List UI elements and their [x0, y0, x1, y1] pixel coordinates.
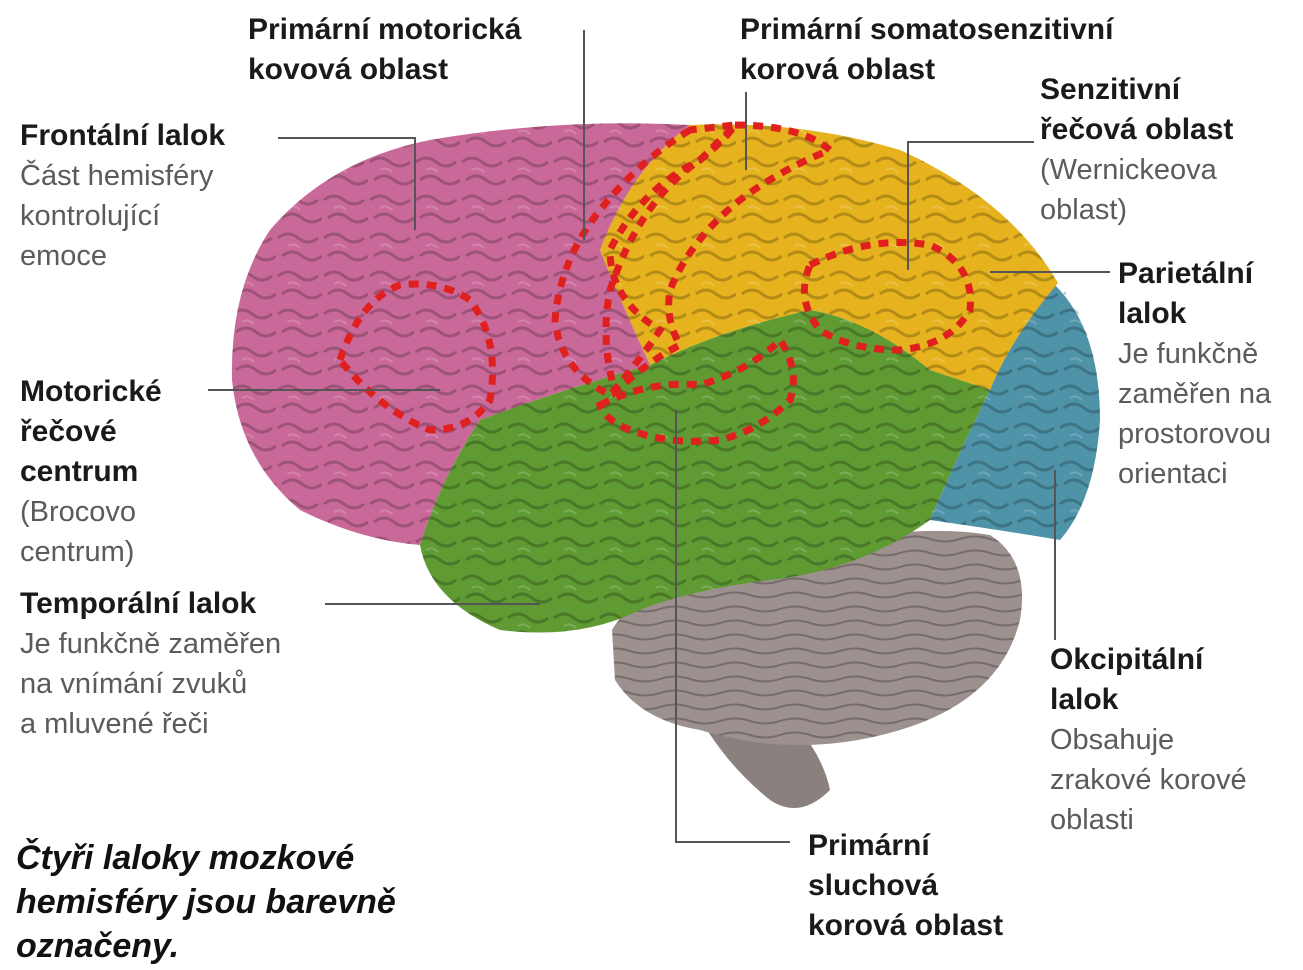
- caption-line: označeny.: [16, 924, 486, 968]
- temporal-lobe-desc-line: na vnímání zvuků: [20, 664, 281, 704]
- motor-speech-center-label: Motorické řečové centrum (Brocovo centru…: [20, 372, 162, 572]
- temporal-lobe-desc-line: Je funkčně zaměřen: [20, 624, 281, 664]
- temporal-lobe-desc-line: a mluvené řeči: [20, 704, 281, 744]
- motor-speech-desc-line: (Brocovo: [20, 492, 162, 532]
- parietal-desc-line: orientaci: [1118, 454, 1271, 494]
- motor-speech-title-line: centrum: [20, 452, 162, 492]
- parietal-title-line: lalok: [1118, 294, 1271, 334]
- motor-speech-desc-line: centrum): [20, 532, 162, 572]
- sensory-speech-desc-line: (Wernickeova: [1040, 150, 1233, 190]
- occipital-desc-line: oblasti: [1050, 800, 1247, 840]
- temporal-lobe-label: Temporální lalok Je funkčně zaměřen na v…: [20, 584, 281, 744]
- primary-motor-area-label: Primární motorická kovová oblast: [248, 10, 521, 90]
- motor-speech-title-line: řečové: [20, 412, 162, 452]
- sensory-speech-title-line: Senzitivní: [1040, 70, 1233, 110]
- parietal-desc-line: prostorovou: [1118, 414, 1271, 454]
- primary-motor-title-line: kovová oblast: [248, 50, 521, 90]
- frontal-lobe-desc-line: kontrolující: [20, 196, 225, 236]
- primary-auditory-title-line: sluchová: [808, 866, 1003, 906]
- sensory-speech-title-line: řečová oblast: [1040, 110, 1233, 150]
- motor-speech-title-line: Motorické: [20, 372, 162, 412]
- sensory-speech-desc-line: oblast): [1040, 190, 1233, 230]
- parietal-desc-line: Je funkčně: [1118, 334, 1271, 374]
- primary-motor-title-line: Primární motorická: [248, 10, 521, 50]
- parietal-desc-line: zaměřen na: [1118, 374, 1271, 414]
- occipital-desc-line: Obsahuje: [1050, 720, 1247, 760]
- occipital-title-line: lalok: [1050, 680, 1247, 720]
- frontal-lobe-desc-line: Část hemisféry: [20, 156, 225, 196]
- figure-caption: Čtyři laloky mozkové hemisféry jsou bare…: [16, 836, 486, 968]
- caption-line: Čtyři laloky mozkové: [16, 836, 486, 880]
- frontal-lobe-title: Frontální lalok: [20, 116, 225, 156]
- primary-auditory-area-label: Primární sluchová korová oblast: [808, 826, 1003, 946]
- frontal-lobe-desc-line: emoce: [20, 236, 225, 276]
- temporal-lobe-title: Temporální lalok: [20, 584, 281, 624]
- occipital-lobe-label: Okcipitální lalok Obsahuje zrakové korov…: [1050, 640, 1247, 840]
- parietal-title-line: Parietální: [1118, 254, 1271, 294]
- primary-somatosensory-title-line: Primární somatosenzitivní: [740, 10, 1113, 50]
- primary-auditory-title-line: Primární: [808, 826, 1003, 866]
- sensory-speech-area-label: Senzitivní řečová oblast (Wernickeova ob…: [1040, 70, 1233, 230]
- occipital-desc-line: zrakové korové: [1050, 760, 1247, 800]
- caption-line: hemisféry jsou barevně: [16, 880, 486, 924]
- frontal-lobe-label: Frontální lalok Část hemisféry kontroluj…: [20, 116, 225, 276]
- parietal-lobe-label: Parietální lalok Je funkčně zaměřen na p…: [1118, 254, 1271, 494]
- occipital-title-line: Okcipitální: [1050, 640, 1247, 680]
- primary-auditory-title-line: korová oblast: [808, 906, 1003, 946]
